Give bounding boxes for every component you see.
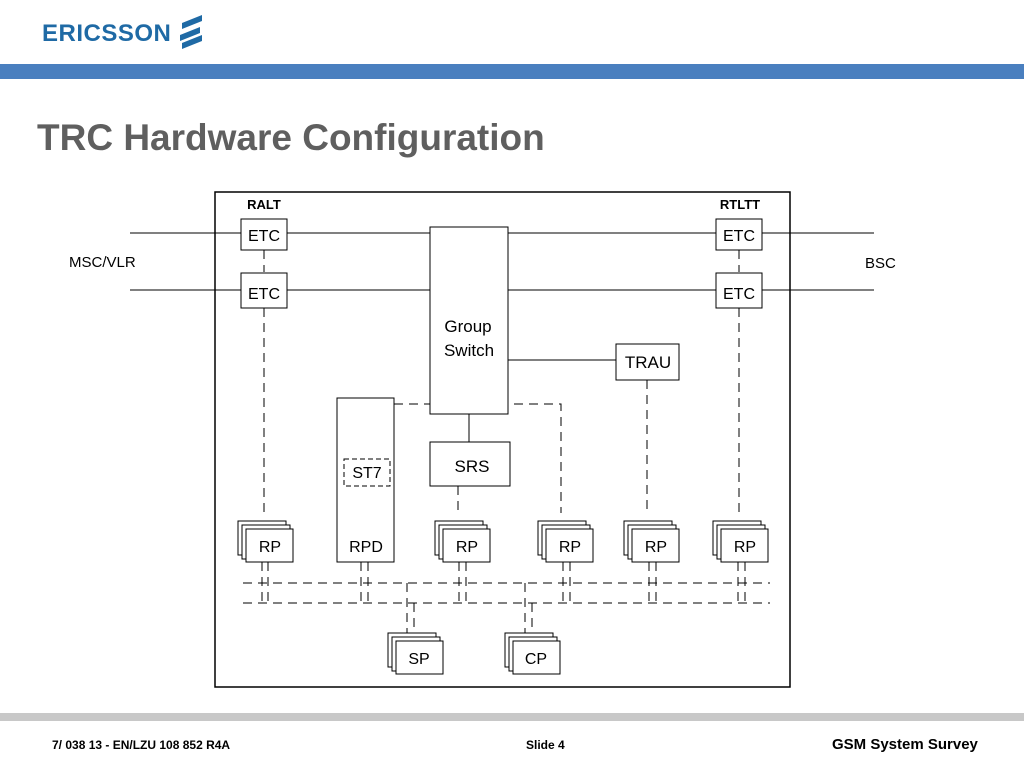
etc-rtltt-upper-label: ETC bbox=[723, 228, 755, 245]
st7-box bbox=[343, 458, 391, 487]
rpd-label: RPD bbox=[349, 539, 383, 556]
rp-ralt-label: RP bbox=[259, 539, 281, 556]
trau-label: TRAU bbox=[625, 353, 671, 372]
srs-box bbox=[429, 441, 511, 487]
group-switch-box bbox=[429, 226, 509, 415]
rp-stack-trau bbox=[623, 520, 680, 563]
control-links bbox=[243, 250, 770, 633]
msc-vlr-label: MSC/VLR bbox=[69, 254, 136, 271]
course-name: GSM System Survey bbox=[832, 736, 978, 753]
header-bar bbox=[0, 64, 1024, 79]
slide-title: TRC Hardware Configuration bbox=[37, 117, 545, 158]
sp-label: SP bbox=[408, 651, 429, 668]
rp-stack-ralt bbox=[237, 520, 294, 563]
rp-trau-label: RP bbox=[645, 539, 667, 556]
rtltt-label: RTLTT bbox=[720, 197, 760, 212]
trc-frame bbox=[214, 191, 791, 688]
rp-stack-rtltt bbox=[712, 520, 769, 563]
srs-label: SRS bbox=[455, 457, 490, 476]
slide-number: Slide 4 bbox=[526, 738, 565, 752]
group-switch-label-line1: Group bbox=[444, 317, 491, 336]
rp-stack-gs bbox=[537, 520, 594, 563]
ericsson-stripes-icon bbox=[180, 15, 202, 49]
sp-stack bbox=[387, 632, 444, 675]
pcm-lines bbox=[130, 232, 874, 442]
company-logo-text: ERICSSON bbox=[42, 20, 172, 47]
cp-stack bbox=[504, 632, 561, 675]
ralt-label: RALT bbox=[247, 197, 281, 212]
etc-ralt-upper-label: ETC bbox=[248, 228, 280, 245]
rp-gs-label: RP bbox=[559, 539, 581, 556]
document-reference: 7/ 038 13 - EN/LZU 108 852 R4A bbox=[52, 738, 231, 752]
etc-ralt-lower-label: ETC bbox=[248, 286, 280, 303]
footer-bar bbox=[0, 713, 1024, 721]
etc-box bbox=[240, 218, 763, 309]
rp-srs-label: RP bbox=[456, 539, 478, 556]
st7-label: ST7 bbox=[352, 465, 381, 482]
bsc-label: BSC bbox=[865, 255, 896, 272]
etc-rtltt-lower-label: ETC bbox=[723, 286, 755, 303]
rp-rtltt-label: RP bbox=[734, 539, 756, 556]
group-switch-label-line2: Switch bbox=[444, 341, 494, 360]
rp-stack-srs bbox=[434, 520, 491, 563]
cp-label: CP bbox=[525, 651, 547, 668]
trau-box bbox=[615, 343, 680, 381]
